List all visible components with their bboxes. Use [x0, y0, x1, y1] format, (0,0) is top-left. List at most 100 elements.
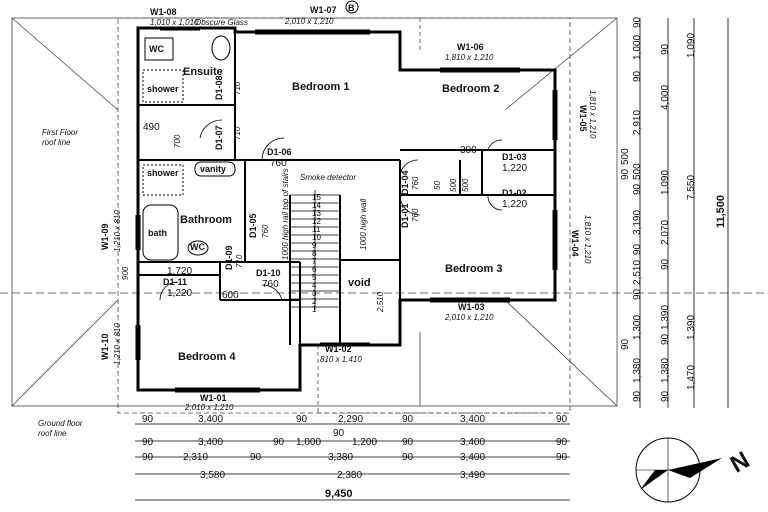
dim-50: 50	[433, 181, 442, 190]
right-dim-c1-9: 90	[620, 168, 631, 180]
right-dim-c3-1: 1,390	[686, 315, 697, 340]
right-dim-c2-4: 90	[660, 258, 671, 270]
door-d1-05-id: D1-05	[248, 213, 258, 238]
stair-step-number: 12	[312, 217, 321, 226]
window-w1-09-id: W1-09	[100, 223, 110, 250]
window-w1-05-id: W1-05	[578, 105, 588, 132]
stair-step-number: 11	[312, 225, 321, 234]
right-dim-c1-8: 90	[632, 183, 643, 195]
right-dim-c2-1: 1,380	[660, 358, 671, 383]
stair-step-number: 6	[312, 265, 317, 274]
door-d1-04-size: 760	[411, 176, 420, 190]
door-d1-02-size: 1,220	[502, 199, 527, 210]
fixture-wc-1: WC	[149, 44, 164, 54]
right-dim-c2-8: 90	[660, 43, 671, 55]
stair-note: 1000 high wall	[359, 199, 368, 250]
stair-step-number: 13	[312, 209, 321, 218]
stair-step-number: 1	[312, 305, 317, 314]
dim-1720: 1,720	[167, 266, 192, 277]
right-dim-c1-7: 3,190	[632, 210, 643, 235]
fixture-wc-2: WC	[190, 242, 205, 252]
door-d1-07-size: 710	[233, 126, 242, 140]
stair-step-number: 8	[312, 249, 317, 258]
room-bathroom: Bathroom	[180, 214, 232, 226]
window-w1-02-size: 810 x 1,410	[320, 355, 362, 364]
right-dim-c1-2: 90	[620, 338, 631, 350]
stair-step-number: 5	[312, 273, 317, 282]
right-dim-c3-2: 7,550	[686, 175, 697, 200]
bottom-dim-total: 9,450	[325, 488, 353, 500]
bottom-dim-r1-5: 3,400	[460, 414, 485, 425]
door-d1-04-id: D1-04	[400, 170, 410, 195]
window-w1-03-id: W1-03	[458, 302, 485, 312]
bottom-dim-r3-5: 3,400	[460, 452, 485, 463]
stair-step-number: 10	[312, 233, 321, 242]
door-d1-03-size: 1,220	[502, 163, 527, 174]
bottom-dim-r3-2: 90	[250, 452, 262, 463]
bottom-dim-r2-1: 3,400	[198, 437, 223, 448]
window-w1-08-id: W1-08	[150, 7, 177, 17]
window-w1-07-marker: B	[348, 3, 355, 13]
door-d1-02-id: D1-02	[502, 188, 527, 198]
right-dim-c2-2: 90	[660, 333, 671, 345]
door-d1-01-id: D1-01	[400, 203, 410, 228]
right-dim-c1-5: 2,510	[632, 260, 643, 285]
window-w1-06-size: 1,810 x 1,210	[445, 53, 494, 62]
right-dim-c2-5: 2,070	[660, 220, 671, 245]
window-w1-10-size: 1,210 x 810	[113, 323, 122, 365]
right-dim-c1-1: 1,380	[632, 358, 643, 383]
dim-700: 700	[173, 134, 182, 148]
dimension-lines-right	[639, 18, 729, 408]
room-bedroom-1: Bedroom 1	[292, 81, 349, 93]
stair-step-number: 15	[312, 193, 321, 202]
door-d1-11-size: 1,220	[167, 288, 192, 299]
door-d1-09-id: D1-09	[224, 245, 234, 270]
bottom-dim-r3-1: 2,310	[183, 452, 208, 463]
right-dim-c1-3: 1,300	[632, 315, 643, 340]
bottom-dim-r3-6: 90	[556, 452, 568, 463]
interior-walls	[138, 32, 555, 390]
right-dim-c1-15: 90	[632, 16, 643, 28]
bottom-dim-r1-1: 3,400	[198, 414, 223, 425]
bottom-dim-r1-3: 2,290	[338, 414, 363, 425]
dim-490: 490	[143, 122, 160, 133]
door-d1-08-size: 710	[233, 81, 242, 95]
right-dim-c3-0: 1,470	[686, 365, 697, 390]
door-d1-10-id: D1-10	[256, 268, 281, 278]
window-w1-08-note: Obscure Glass	[195, 18, 248, 27]
roof-lines	[0, 17, 768, 414]
fixtures	[142, 35, 236, 261]
door-d1-07-id: D1-07	[214, 125, 224, 150]
room-bedroom-2: Bedroom 2	[442, 83, 499, 95]
bottom-dim-r1-4: 90	[402, 414, 414, 425]
window-w1-05-size: 1,810 x 1,210	[588, 90, 597, 139]
right-dim-c1-0: 90	[632, 390, 643, 402]
bottom-dim-r2-0: 90	[142, 437, 154, 448]
right-dim-c2-0: 90	[660, 390, 671, 402]
door-d1-09-size: 710	[235, 254, 244, 268]
dim-2510: 2,510	[376, 291, 385, 313]
right-dim-c1-4: 90	[632, 288, 643, 300]
room-ensuite: Ensuite	[183, 66, 223, 78]
door-d1-08-id: D1-08	[214, 75, 224, 100]
stair-step-number: 4	[312, 281, 317, 290]
door-swings	[159, 119, 503, 301]
window-w1-10-id: W1-10	[100, 333, 110, 360]
right-dim-c1-6: 90	[632, 243, 643, 255]
door-d1-05-size: 760	[261, 224, 270, 238]
north-arrow-icon	[635, 437, 722, 503]
exterior-walls	[136, 26, 557, 392]
stair-step-number: 2	[312, 297, 317, 306]
window-w1-07-id: W1-07	[310, 5, 337, 15]
stair-step-number: 3	[312, 289, 317, 298]
right-dim-c1-11: 500	[620, 148, 631, 165]
bottom-dim-r2-2: 90	[273, 437, 285, 448]
fixture-vanity: vanity	[200, 164, 226, 174]
right-dim-c1-13: 90	[632, 70, 643, 82]
bottom-dim-r1-2: 90	[296, 414, 308, 425]
window-w1-04-id: W1-04	[570, 230, 580, 257]
room-bedroom-4: Bedroom 4	[178, 351, 236, 363]
window-w1-01-id: W1-01	[200, 393, 227, 403]
bottom-dim-r3-4: 90	[402, 452, 414, 463]
fixture-bath: bath	[148, 228, 167, 238]
